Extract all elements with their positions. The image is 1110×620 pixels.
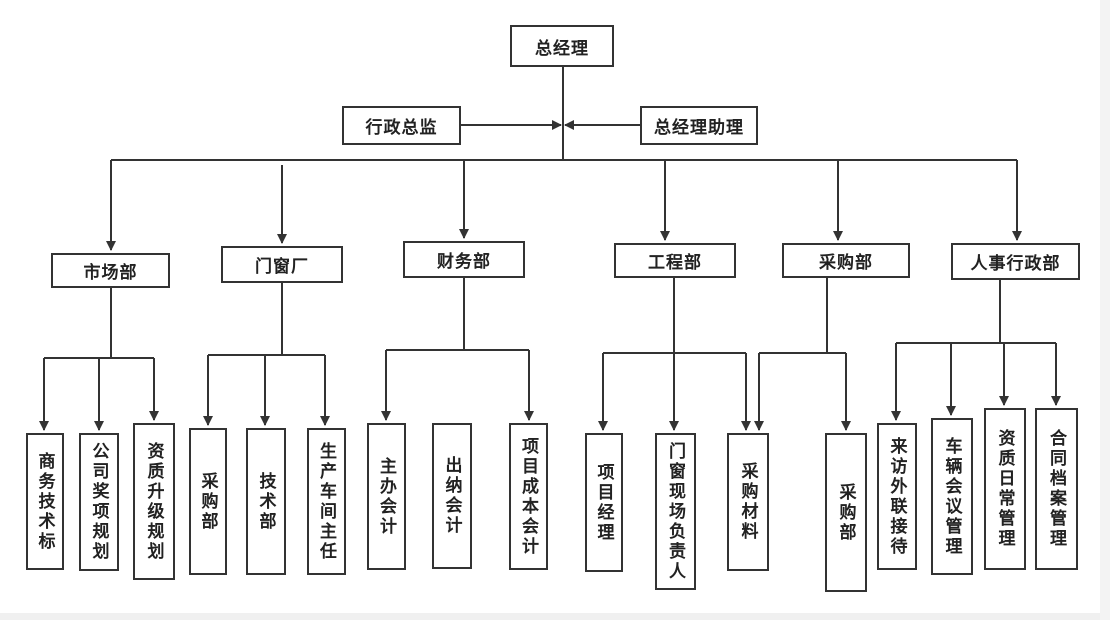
- role-label: 来访外联接待: [886, 436, 907, 557]
- role-box-factory-purchasing: 采购部: [189, 428, 227, 575]
- gm-assistant-label: 总经理助理: [654, 118, 744, 138]
- role-box-qualification-daily: 资质日常管理: [984, 408, 1026, 570]
- role-box-chief-accountant: 主办会计: [367, 423, 406, 570]
- role-box-purchasing-dept: 采购部: [825, 433, 867, 592]
- role-box-cost-accountant: 项目成本会计: [509, 423, 548, 570]
- role-label: 公司奖项规划: [88, 442, 109, 562]
- dept-box-market: 市场部: [51, 253, 170, 288]
- role-label: 车辆会议管理: [941, 436, 962, 557]
- box-admin-director: 行政总监: [342, 106, 461, 145]
- role-label: 技术部: [255, 471, 276, 532]
- dept-label: 财务部: [437, 252, 491, 272]
- bottom-scroll-band: [0, 613, 1110, 620]
- role-box-project-manager: 项目经理: [585, 433, 623, 572]
- role-label: 出纳会计: [441, 456, 462, 536]
- role-box-site-supervisor: 门窗现场负责人: [655, 433, 696, 590]
- dept-label: 市场部: [83, 263, 138, 283]
- role-box-commercial-tech-bid: 商务技术标: [26, 433, 64, 570]
- role-label: 门窗现场负责人: [665, 441, 685, 582]
- role-box-award-planning: 公司奖项规划: [79, 433, 119, 571]
- dept-box-finance: 财务部: [403, 241, 525, 278]
- role-box-visitor-reception: 来访外联接待: [877, 423, 917, 570]
- root-box-general-manager: 总经理: [510, 25, 614, 67]
- dept-box-engineering: 工程部: [614, 243, 736, 278]
- role-label: 商务技术标: [34, 451, 55, 552]
- role-label: 采购材料: [737, 462, 758, 542]
- dept-label: 工程部: [648, 253, 702, 273]
- role-box-vehicle-meeting: 车辆会议管理: [931, 418, 973, 575]
- role-label: 资质升级规划: [143, 441, 164, 562]
- role-box-material-purchasing: 采购材料: [727, 433, 769, 571]
- role-box-technical: 技术部: [246, 428, 286, 575]
- dept-box-purchasing: 采购部: [782, 243, 910, 278]
- right-scroll-band: [1100, 0, 1110, 620]
- role-label: 主办会计: [376, 456, 396, 537]
- role-label: 项目成本会计: [518, 436, 538, 557]
- dept-box-window-factory: 门窗厂: [221, 246, 343, 283]
- role-label: 合同档案管理: [1046, 429, 1066, 549]
- dept-label: 门窗厂: [255, 257, 309, 277]
- role-box-workshop-director: 生产车间主任: [307, 428, 346, 575]
- admin-director-label: 行政总监: [365, 118, 438, 138]
- dept-box-hr-admin: 人事行政部: [951, 243, 1080, 280]
- dept-label: 采购部: [819, 253, 873, 273]
- box-gm-assistant: 总经理助理: [640, 106, 758, 145]
- role-box-cashier: 出纳会计: [432, 423, 472, 569]
- role-box-contract-archive: 合同档案管理: [1035, 408, 1078, 570]
- role-label: 项目经理: [593, 462, 614, 543]
- role-label: 生产车间主任: [316, 441, 336, 562]
- role-box-qualification-upgrade: 资质升级规划: [133, 423, 175, 580]
- role-label: 资质日常管理: [994, 429, 1015, 549]
- role-label: 采购部: [835, 482, 856, 543]
- role-label: 采购部: [197, 471, 218, 532]
- root-label: 总经理: [535, 38, 589, 59]
- dept-label: 人事行政部: [970, 254, 1061, 274]
